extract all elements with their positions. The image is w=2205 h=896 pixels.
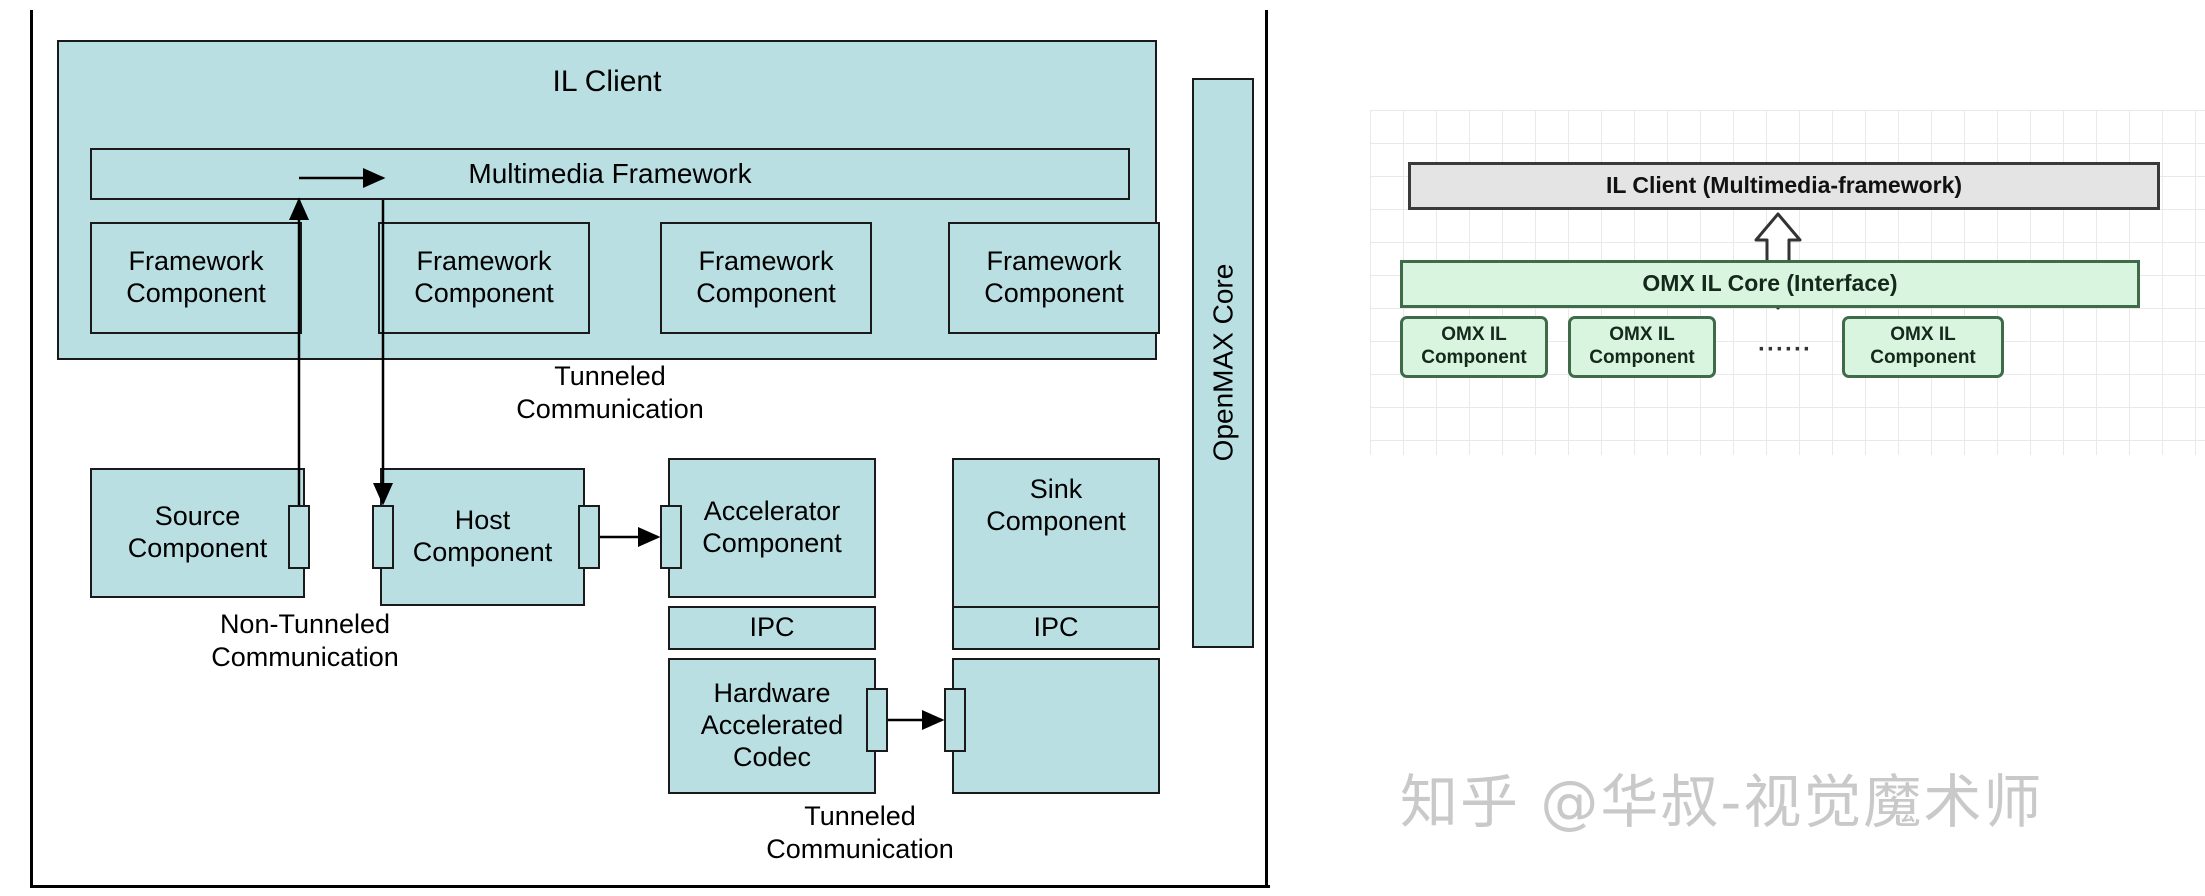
host-input-port	[372, 505, 394, 569]
left-architecture-diagram: IL Client Multimedia Framework Framework…	[30, 10, 1270, 888]
omx-il-core-box: OMX IL Core (Interface)	[1400, 260, 2140, 308]
omx-components-ellipsis: ······	[1758, 336, 1812, 363]
right-architecture-diagram: IL Client (Multimedia-framework) OMX IL …	[1300, 0, 2205, 896]
multimedia-framework-label: Multimedia Framework	[468, 158, 752, 190]
host-output-port	[578, 505, 600, 569]
codec-output-port	[866, 688, 888, 752]
omx-il-core-label: OMX IL Core (Interface)	[1642, 270, 1898, 297]
il-client-label: IL Client	[552, 65, 662, 98]
accelerator-ipc-label: IPC	[749, 612, 795, 643]
multimedia-framework-box: Multimedia Framework	[90, 148, 1130, 200]
il-client-multimedia-framework-label: IL Client (Multimedia-framework)	[1605, 172, 1963, 199]
openmax-core-column: OpenMAX Core	[1192, 78, 1254, 648]
accelerator-ipc-box: IPC	[668, 606, 876, 650]
sink-ipc-label: IPC	[1033, 612, 1079, 643]
left-diagram-frame-right-edge	[1265, 10, 1268, 888]
sink-component-lower-box	[952, 658, 1160, 794]
sink-ipc-box: IPC	[952, 606, 1160, 650]
source-output-port	[288, 505, 310, 569]
accelerator-input-port	[660, 505, 682, 569]
il-client-multimedia-framework-box: IL Client (Multimedia-framework)	[1408, 162, 2160, 210]
openmax-core-label: OpenMAX Core	[1207, 264, 1239, 462]
sink-input-port	[944, 688, 966, 752]
watermark-text: 知乎 @华叔-视觉魔术师	[1400, 768, 2044, 836]
left-diagram-frame-bottom-edge	[30, 885, 1268, 888]
